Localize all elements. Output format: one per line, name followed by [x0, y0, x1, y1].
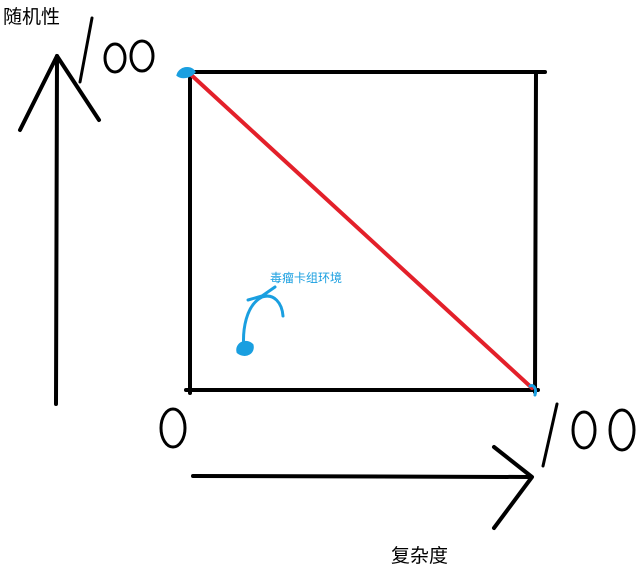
square-box: [184, 70, 547, 395]
x-axis-label: 复杂度: [391, 545, 449, 567]
x-axis-arrow: [191, 445, 534, 530]
corner-marks: [176, 66, 537, 397]
y-axis-arrow: [18, 54, 101, 406]
y-axis-label: 随机性: [3, 6, 61, 28]
x-max-tick: [541, 402, 636, 468]
y-max-tick: [78, 16, 155, 84]
diagonal-line: [186, 70, 534, 390]
origin-tick: [159, 407, 187, 449]
annotation-arrow: [236, 285, 285, 356]
annotation-label: 毒瘤卡组环境: [270, 271, 343, 285]
